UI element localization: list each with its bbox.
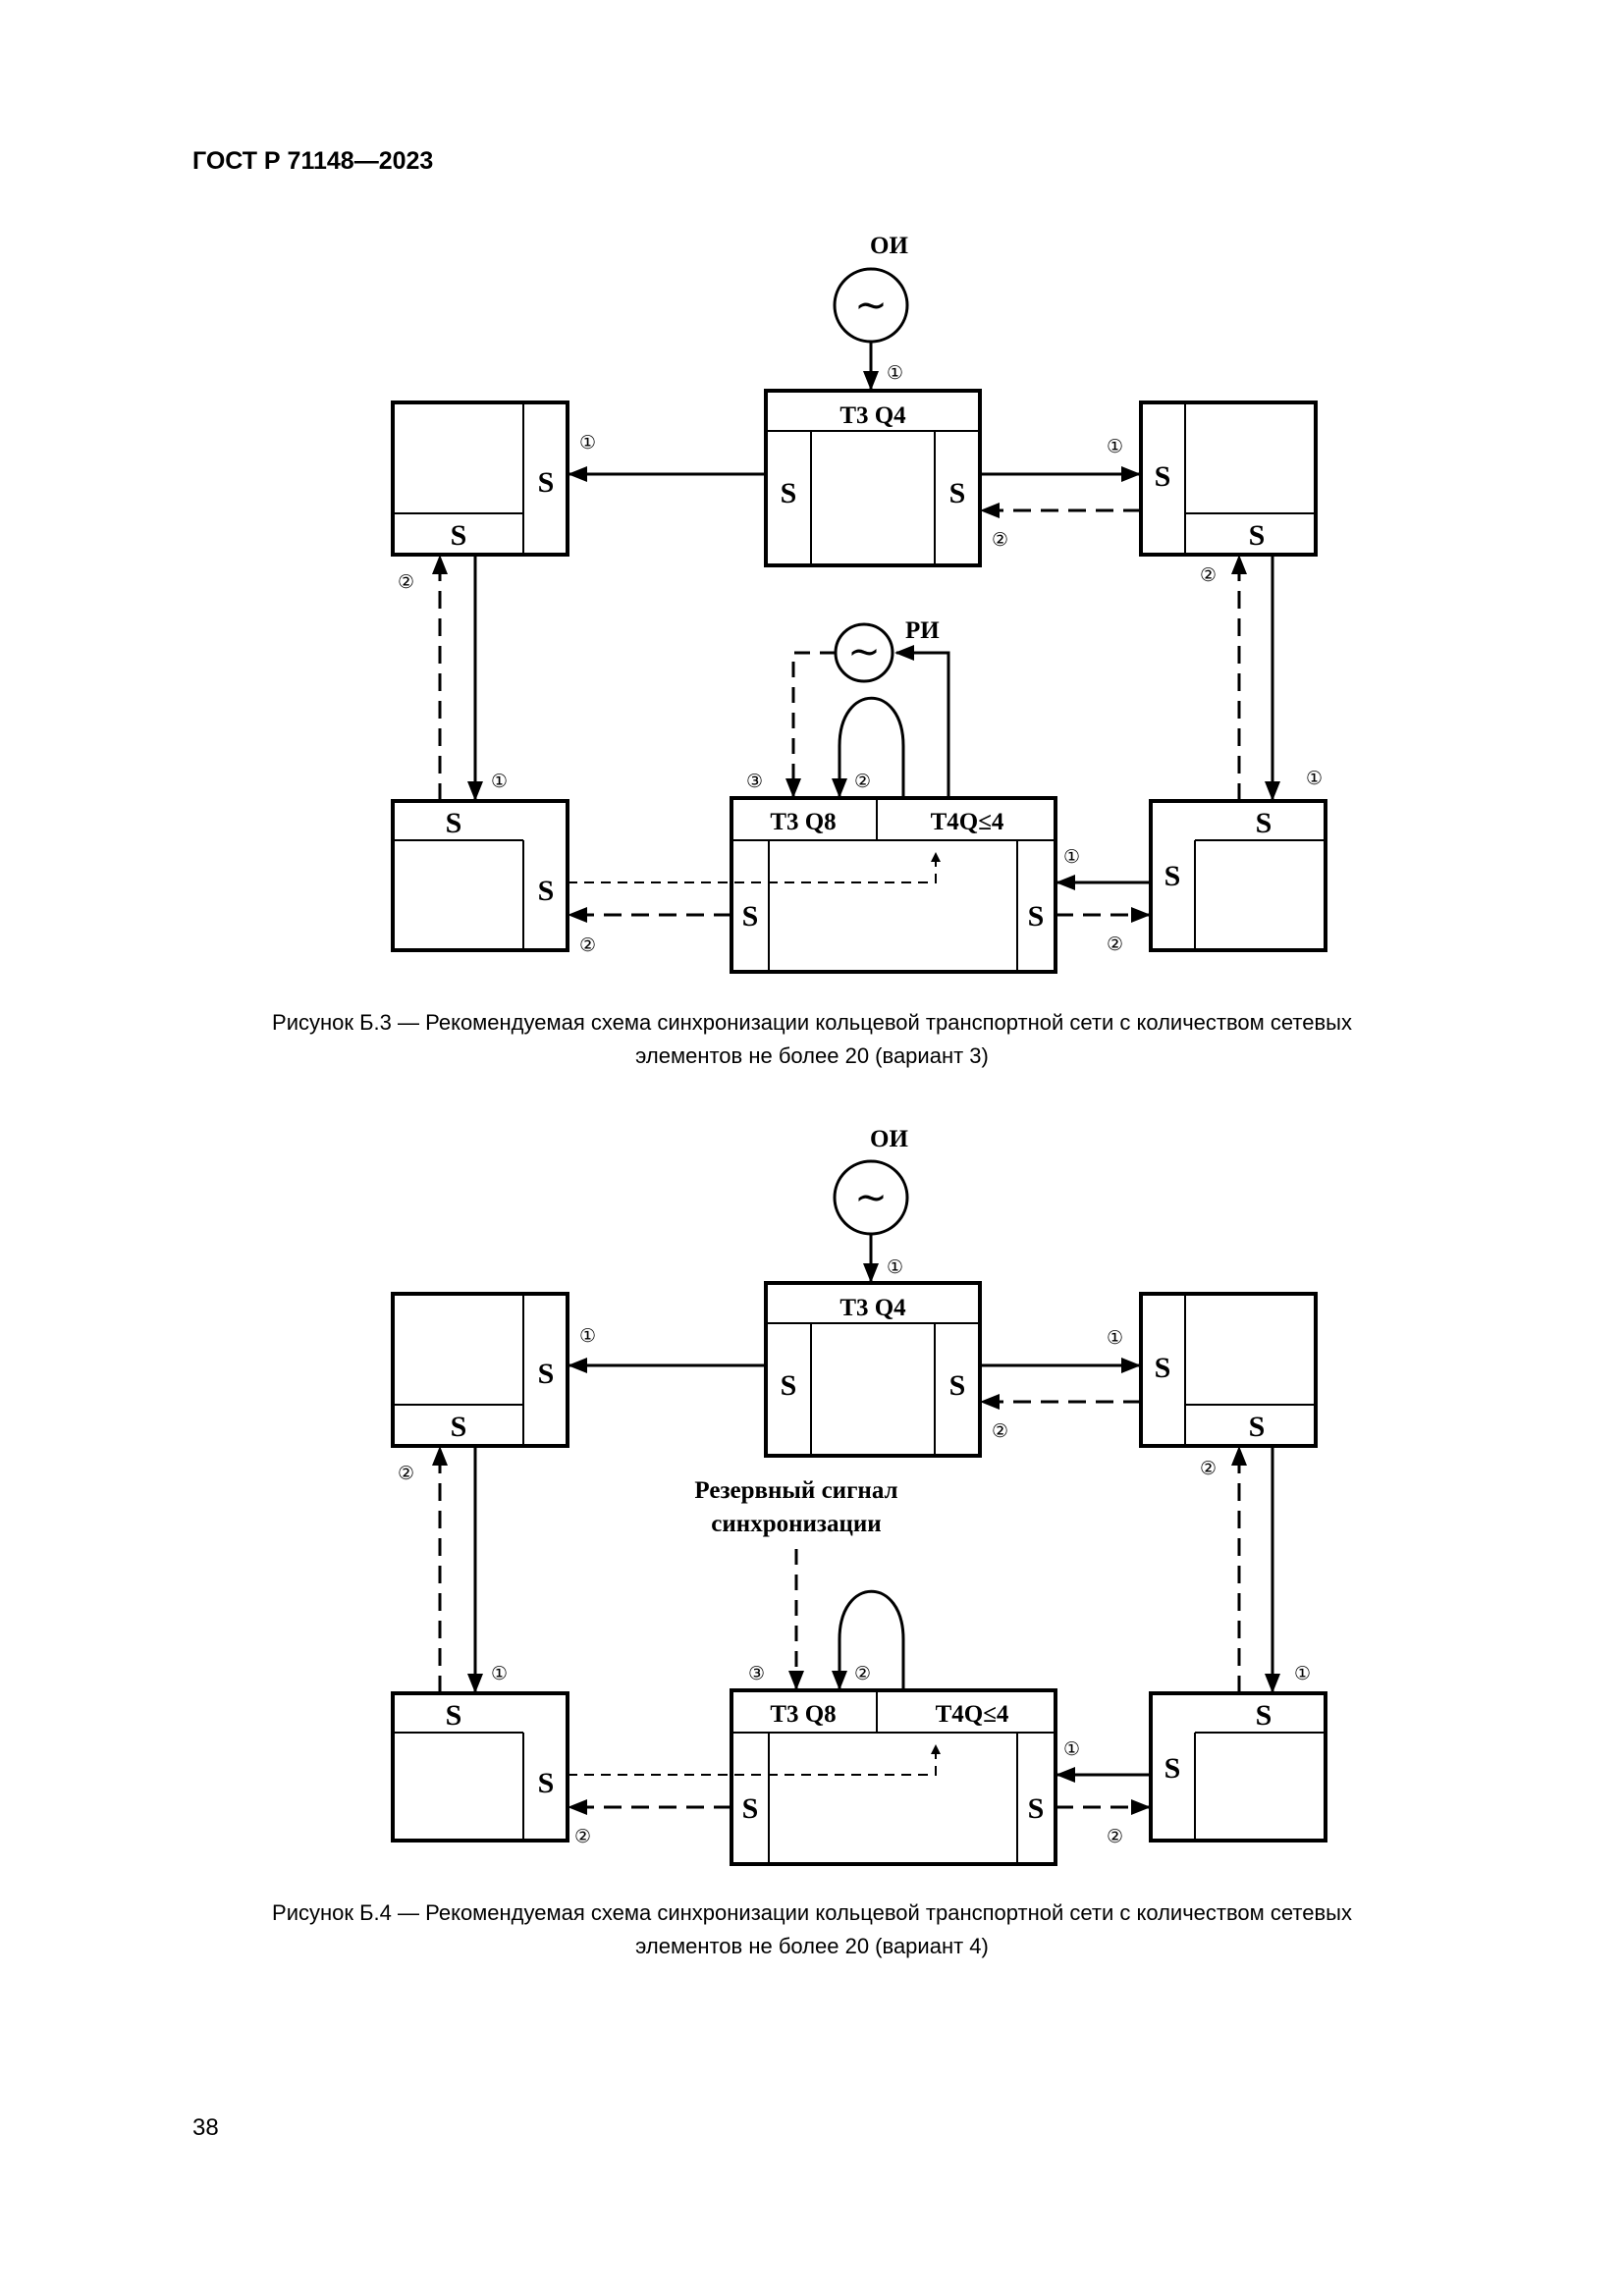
priority-mark: ③ (746, 771, 763, 792)
sync-port: S (451, 519, 467, 552)
sync-port: S (949, 477, 966, 509)
priority-mark: ② (579, 934, 596, 956)
bottom-node-title-left: T3 Q8 (770, 1701, 836, 1728)
sync-port: S (538, 1358, 555, 1390)
sync-port: S (949, 1369, 966, 1402)
source-label: ОИ (870, 1126, 908, 1152)
sync-port: S (1256, 1699, 1272, 1732)
node-top-center: T3 Q4 S S (764, 1281, 982, 1458)
figure-b4: ОИ ~ ① T3 Q4 S S S S S S S S (0, 1119, 1624, 1890)
sync-port: S (781, 1369, 797, 1402)
sync-port: S (1155, 1352, 1171, 1384)
sync-port: S (538, 875, 555, 907)
sync-port: S (451, 1411, 467, 1443)
node-bottom-center: T3 Q8 T4Q≤4 S S (730, 796, 1057, 974)
priority-mark: ② (992, 529, 1008, 551)
sync-port: S (446, 807, 462, 839)
figure-b4-caption: Рисунок Б.4 — Рекомендуемая схема синхро… (147, 1896, 1477, 1963)
sync-port: S (1155, 460, 1171, 493)
reserve-signal-label-line1: Резервный сигнал (694, 1477, 897, 1504)
priority-mark: ② (854, 771, 871, 792)
sync-port: S (446, 1699, 462, 1732)
sync-port: S (538, 1767, 555, 1799)
priority-mark: ② (1200, 564, 1217, 586)
priority-mark: ② (1107, 1826, 1123, 1847)
reserve-source-label: РИ (905, 617, 940, 644)
priority-mark: ① (1294, 1663, 1311, 1684)
top-node-title: T3 Q4 (839, 402, 906, 429)
priority-mark: ③ (748, 1663, 765, 1684)
node-top-center: T3 Q4 S S (764, 389, 982, 567)
sync-port: S (1164, 1752, 1181, 1785)
oscillator-symbol: ~ (847, 629, 881, 674)
sync-port: S (1028, 900, 1045, 933)
caption-line: Рисунок Б.3 — Рекомендуемая схема синхро… (272, 1010, 1352, 1035)
document-header: ГОСТ Р 71148—2023 (192, 147, 434, 175)
link-bottom-left-to-bottom-center-reserve (568, 1744, 941, 1776)
priority-mark: ① (1063, 1738, 1080, 1760)
priority-mark: ② (992, 1420, 1008, 1442)
caption-line: элементов не более 20 (вариант 4) (635, 1934, 989, 1958)
source-label: ОИ (870, 233, 908, 259)
oscillator-symbol: ~ (854, 1175, 888, 1220)
node-bottom-right: S S (1149, 1691, 1327, 1842)
reserve-signal-label-line2: синхронизации (711, 1511, 881, 1537)
priority-mark: ① (887, 1256, 903, 1278)
priority-mark: ① (887, 362, 903, 384)
bottom-node-title-right: T4Q≤4 (936, 1701, 1009, 1728)
figure-b4-diagram: ОИ ~ ① T3 Q4 S S S S S S S S (391, 1126, 1327, 1866)
page-number: 38 (192, 2114, 219, 2141)
priority-mark: ① (1306, 768, 1323, 789)
sync-port: S (1249, 519, 1266, 552)
node-bottom-center: T3 Q8 T4Q≤4 S S (730, 1688, 1057, 1866)
node-top-left: S S (391, 400, 569, 557)
priority-mark: ② (1107, 934, 1123, 955)
priority-mark: ① (491, 1663, 508, 1684)
sync-port: S (538, 466, 555, 499)
caption-line: Рисунок Б.4 — Рекомендуемая схема синхро… (272, 1900, 1352, 1925)
priority-mark: ② (574, 1826, 591, 1847)
link-bottom-center-to-reserve-source (894, 645, 950, 798)
priority-mark: ① (1107, 1327, 1123, 1349)
bottom-node-title-left: T3 Q8 (770, 809, 836, 835)
node-bottom-right: S S (1149, 799, 1327, 952)
internal-loop (832, 1589, 905, 1690)
node-top-right: S S (1139, 400, 1318, 557)
link-reserve-source-to-bottom-center (785, 651, 836, 798)
priority-mark: ② (398, 1463, 414, 1484)
priority-mark: ① (1107, 436, 1123, 457)
priority-mark: ① (491, 771, 508, 792)
link-bottom-left-to-bottom-center-reserve (568, 852, 941, 883)
node-bottom-left: S S (391, 1691, 569, 1842)
figure-b3-caption: Рисунок Б.3 — Рекомендуемая схема синхро… (147, 1006, 1477, 1073)
node-bottom-left: S S (391, 799, 569, 952)
priority-mark: ② (854, 1663, 871, 1684)
node-top-right: S S (1139, 1292, 1318, 1448)
priority-mark: ① (579, 1325, 596, 1347)
bottom-node-title-right: T4Q≤4 (931, 809, 1004, 835)
internal-loop (832, 696, 905, 798)
priority-mark: ② (398, 571, 414, 593)
sync-port: S (742, 900, 759, 933)
caption-line: элементов не более 20 (вариант 3) (635, 1043, 989, 1068)
node-top-left: S S (391, 1292, 569, 1448)
figure-b3-diagram: ОИ ~ ① T3 Q4 S S S S S S S S (391, 233, 1327, 974)
top-node-title: T3 Q4 (839, 1295, 906, 1321)
sync-port: S (742, 1792, 759, 1825)
oscillator-symbol: ~ (854, 283, 888, 328)
priority-mark: ① (579, 432, 596, 454)
priority-mark: ① (1063, 846, 1080, 868)
sync-port: S (1249, 1411, 1266, 1443)
figure-b3: ОИ ~ ① T3 Q4 S S S S S S S S (0, 0, 1624, 996)
sync-port: S (1256, 807, 1272, 839)
sync-port: S (1164, 860, 1181, 892)
sync-port: S (781, 477, 797, 509)
priority-mark: ② (1200, 1458, 1217, 1479)
sync-port: S (1028, 1792, 1045, 1825)
